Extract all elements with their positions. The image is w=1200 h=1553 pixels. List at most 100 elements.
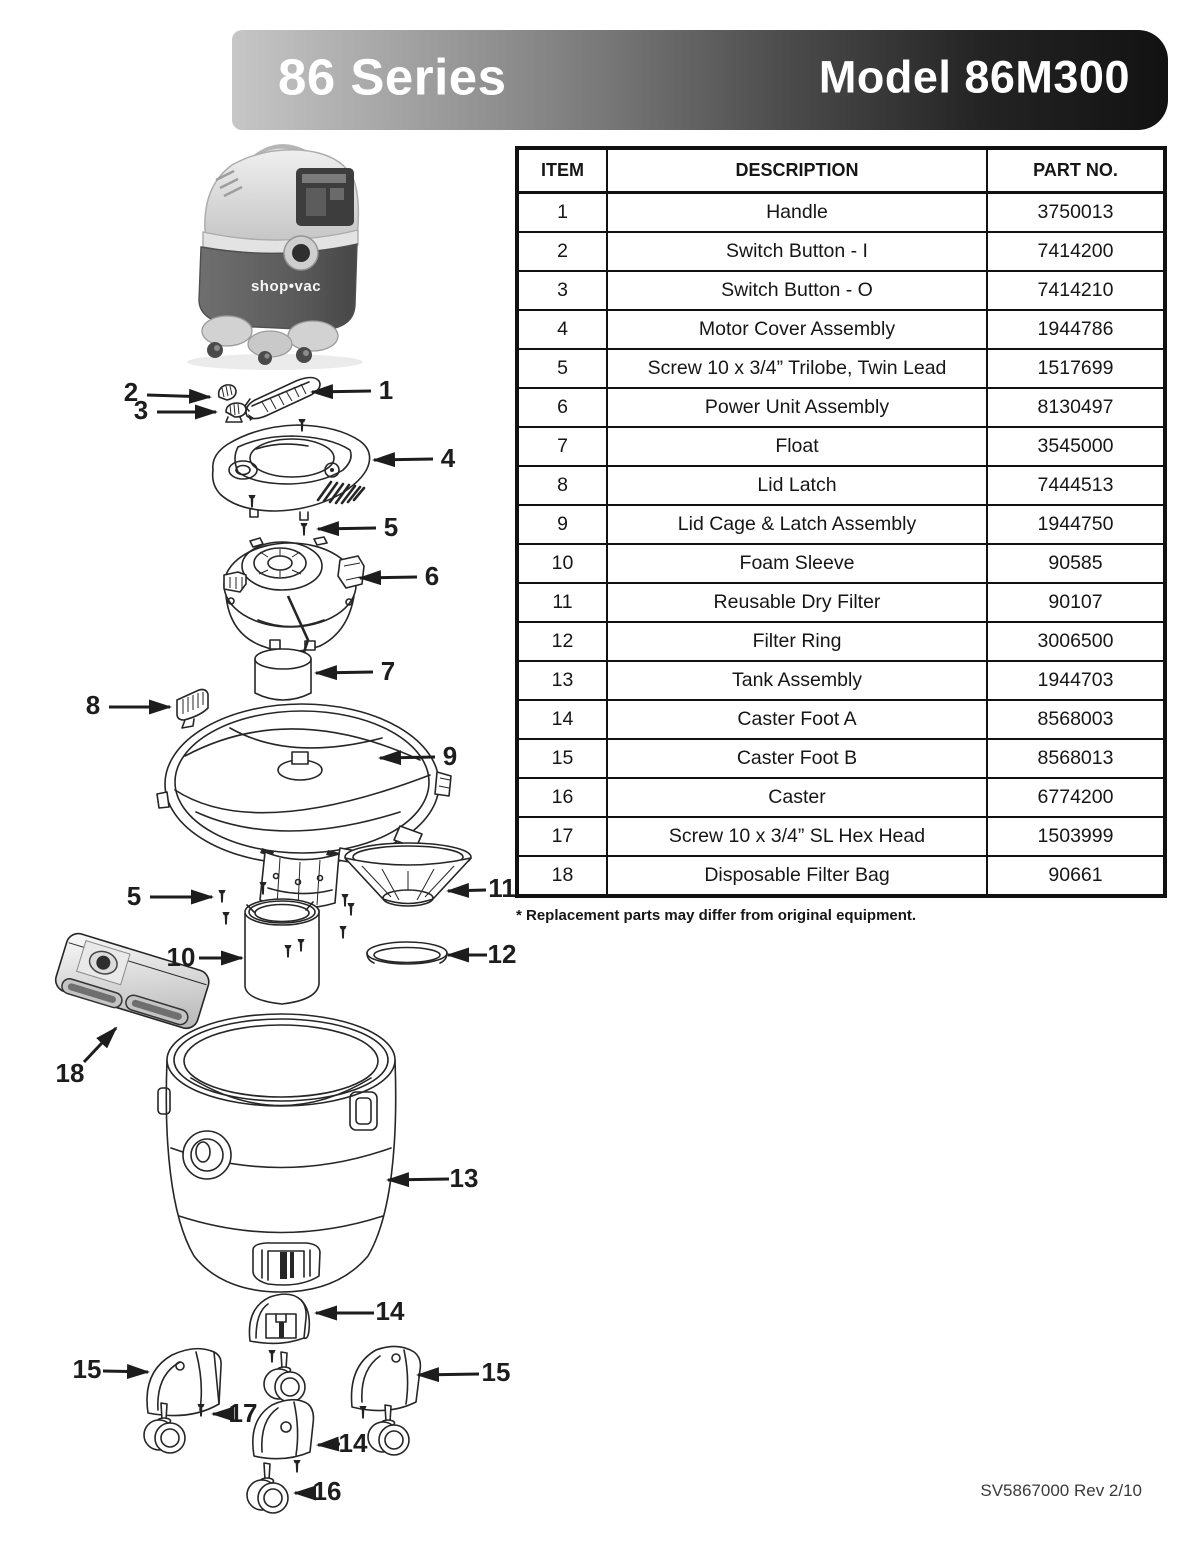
description-cell: Switch Button - I: [606, 231, 988, 272]
part-no-cell: 1944750: [986, 504, 1166, 545]
part-no-cell: 90585: [986, 543, 1166, 584]
part-no-cell: 3750013: [986, 191, 1166, 233]
part-no-cell: 1517699: [986, 348, 1166, 389]
item-cell: 16: [516, 777, 608, 818]
table-footnote: * Replacement parts may differ from orig…: [516, 907, 917, 924]
callout-arrow-7: [314, 665, 374, 681]
description-cell: Power Unit Assembly: [606, 387, 988, 428]
callout-label-9: 9: [443, 741, 457, 771]
description-cell: Caster Foot B: [606, 738, 988, 779]
item-cell: 17: [516, 816, 608, 857]
description-cell: Lid Cage & Latch Assembly: [606, 504, 988, 545]
item-cell: 3: [516, 270, 608, 311]
item-cell: 2: [516, 231, 608, 272]
callout-label-14: 14: [339, 1428, 368, 1458]
part-no-cell: 7444513: [986, 465, 1166, 506]
callout-arrow-18: [82, 1026, 118, 1064]
item-cell: 8: [516, 465, 608, 506]
description-cell: Reusable Dry Filter: [606, 582, 988, 623]
description-cell: Screw 10 x 3/4” Trilobe, Twin Lead: [606, 348, 988, 389]
part-caster-foot-a1-art: [248, 1293, 311, 1403]
item-cell: 13: [516, 660, 608, 701]
item-cell: 18: [516, 855, 608, 897]
item-cell: 9: [516, 504, 608, 545]
part-no-cell: 8568013: [986, 738, 1166, 779]
description-cell: Caster: [606, 777, 988, 818]
callout-arrow-6: [358, 570, 418, 586]
part-no-cell: 1944786: [986, 309, 1166, 350]
part-handle-art: [244, 376, 321, 421]
callout-arrow-15: [416, 1367, 480, 1383]
part-foam-sleeve-art: [244, 898, 320, 1005]
callout-arrow-15: [102, 1364, 150, 1380]
part-filter-bag-art: [54, 932, 210, 1030]
part-power-unit-art: [223, 523, 365, 681]
description-cell: Screw 10 x 3/4” SL Hex Head: [606, 816, 988, 857]
part-no-cell: 7414200: [986, 231, 1166, 272]
part-cone-filter-art: [344, 842, 472, 907]
callout-label-16: 16: [313, 1476, 342, 1506]
callout-arrow-13: [386, 1172, 450, 1188]
callout-label-4: 4: [441, 443, 456, 473]
description-cell: Disposable Filter Bag: [606, 855, 988, 897]
product-photo: shop•vac: [187, 144, 363, 370]
col-description: DESCRIPTION: [606, 147, 988, 194]
description-cell: Handle: [606, 191, 988, 233]
item-cell: 1: [516, 191, 608, 233]
part-caster-foot-b1-art: [143, 1347, 222, 1454]
description-cell: Filter Ring: [606, 621, 988, 662]
part-no-cell: 90107: [986, 582, 1166, 623]
callout-arrow-1: [310, 384, 372, 400]
callout-arrow-14: [316, 1436, 341, 1452]
doc-number: SV5867000 Rev 2/10: [980, 1481, 1142, 1500]
part-caster-foot-a2-art: [246, 1398, 315, 1514]
item-cell: 10: [516, 543, 608, 584]
part-no-cell: 1944703: [986, 660, 1166, 701]
part-lid-latch-art: [176, 688, 209, 729]
callout-label-5: 5: [384, 512, 398, 542]
callout-label-8: 8: [86, 690, 100, 720]
callout-label-18: 18: [56, 1058, 85, 1088]
part-no-cell: 8568003: [986, 699, 1166, 740]
part-lid-cage-art: [156, 703, 452, 909]
item-cell: 7: [516, 426, 608, 467]
header-banner: 86 Series Model 86M300: [232, 30, 1168, 130]
callout-label-6: 6: [425, 561, 439, 591]
col-item: ITEM: [516, 147, 608, 194]
series-title: 86 Series: [278, 48, 507, 106]
item-cell: 14: [516, 699, 608, 740]
brand-logo: shop•vac: [251, 278, 321, 295]
description-cell: Float: [606, 426, 988, 467]
description-cell: Tank Assembly: [606, 660, 988, 701]
part-no-cell: 6774200: [986, 777, 1166, 818]
callout-label-14: 14: [376, 1296, 405, 1326]
part-no-cell: 3006500: [986, 621, 1166, 662]
description-cell: Motor Cover Assembly: [606, 309, 988, 350]
description-cell: Caster Foot A: [606, 699, 988, 740]
part-no-cell: 8130497: [986, 387, 1166, 428]
callout-label-5: 5: [127, 881, 141, 911]
table-header-row: ITEM DESCRIPTION PART NO.: [516, 147, 1166, 194]
description-cell: Lid Latch: [606, 465, 988, 506]
callout-label-15: 15: [73, 1354, 102, 1384]
item-cell: 5: [516, 348, 608, 389]
item-cell: 12: [516, 621, 608, 662]
